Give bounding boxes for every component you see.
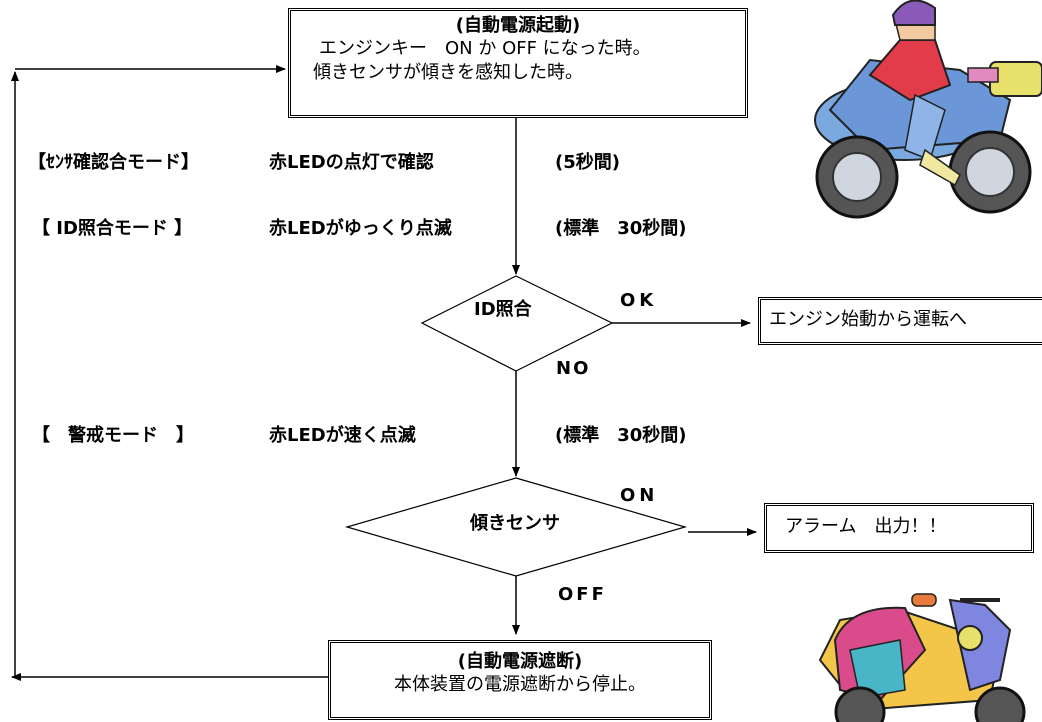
engine-start-text: エンジン始動から運転へ xyxy=(769,309,967,330)
end-box-line-1: 本体装置の電源遮断から停止。 xyxy=(394,674,646,695)
mode-alert-name: 【 警戒モード 】 xyxy=(32,425,194,446)
end-box-title: (自動電源遮断) xyxy=(457,651,583,672)
mode-sensor-check-time: (5秒間) xyxy=(555,152,620,173)
start-box-title: (自動電源起動) xyxy=(455,15,581,36)
start-box: (自動電源起動) エンジンキー ON か OFF になった時。 傾きセンサが傾き… xyxy=(288,8,748,118)
scooter-illustration xyxy=(818,593,1026,722)
decision-id-ok-label: OK xyxy=(620,290,658,311)
alarm-output-box: アラーム 出力！！ xyxy=(764,503,1034,553)
start-box-line-2: 傾きセンサが傾きを感知した時。 xyxy=(313,62,583,83)
motorcycle-rider-illustration xyxy=(814,0,1042,219)
mode-sensor-check-name: 【ｾﾝｻ確認合モード】 xyxy=(28,152,199,173)
decision-id-label: ID照合 xyxy=(474,299,532,320)
decision-id-diamond xyxy=(420,275,614,372)
mode-id-check-time: (標準 30秒間) xyxy=(555,218,687,239)
start-box-line-1: エンジンキー ON か OFF になった時。 xyxy=(319,38,651,59)
end-box: (自動電源遮断) 本体装置の電源遮断から停止。 xyxy=(328,640,712,720)
engine-start-box: エンジン始動から運転へ xyxy=(758,297,1042,345)
mode-alert-desc: 赤LEDが速く点滅 xyxy=(269,425,416,446)
alarm-output-text: アラーム 出力！！ xyxy=(785,516,947,537)
mode-id-check-desc: 赤LEDがゆっくり点滅 xyxy=(269,218,452,239)
mode-id-check-name: 【 ID照合モード 】 xyxy=(32,218,193,239)
decision-tilt-on-label: ON xyxy=(620,485,659,506)
decision-tilt-off-label: OFF xyxy=(558,584,607,605)
mode-sensor-check-desc: 赤LEDの点灯で確認 xyxy=(269,152,434,173)
mode-alert-time: (標準 30秒間) xyxy=(555,425,687,446)
decision-id-no-label: NO xyxy=(556,358,591,379)
decision-tilt-label: 傾きセンサ xyxy=(470,513,560,534)
